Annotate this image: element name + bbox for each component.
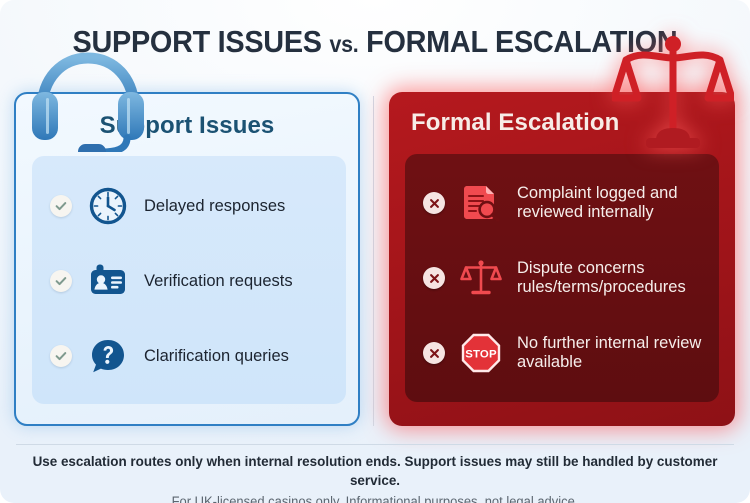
support-issues-list: Delayed responses [32, 156, 346, 404]
check-icon [50, 195, 72, 217]
formal-escalation-heading: Formal Escalation [411, 109, 620, 136]
check-icon [50, 270, 72, 292]
cross-icon [423, 342, 445, 364]
headset-icon [26, 48, 150, 159]
panels-container: Support Issues [0, 92, 750, 430]
footer-disclaimer: For UK-licensed casinos only. Informatio… [171, 494, 579, 503]
list-item-label: Complaint logged and reviewed internally [517, 184, 678, 221]
list-item: Dispute concerns rules/terms/procedures [405, 245, 719, 311]
list-item: Delayed responses [32, 178, 346, 234]
id-card-icon [86, 259, 130, 303]
page-title: Support Issues vs. Formal Escalation [26, 25, 724, 61]
cross-icon [423, 267, 445, 289]
list-item: Complaint logged and reviewed internally [405, 170, 719, 236]
list-item-label: Verification requests [144, 271, 293, 290]
footer-primary-note: Use escalation routes only when internal… [32, 453, 718, 488]
formal-escalation-list: Complaint logged and reviewed internally [405, 154, 719, 402]
document-search-icon [459, 181, 503, 225]
list-item: Verification requests [32, 253, 346, 309]
list-item: STOP No further internal review availabl… [405, 320, 719, 386]
check-icon [50, 345, 72, 367]
question-bubble-icon [86, 334, 130, 378]
footer: Use escalation routes only when internal… [0, 452, 750, 503]
stop-sign-icon: STOP [459, 331, 503, 375]
title-part-1: Support Issues [72, 24, 323, 59]
footer-divider [16, 444, 734, 445]
scales-of-justice-icon [610, 32, 736, 150]
panel-divider [373, 96, 374, 426]
clock-icon [86, 184, 130, 228]
cross-icon [423, 192, 445, 214]
title-vs: vs. [329, 31, 359, 57]
support-issues-panel: Support Issues [14, 92, 360, 426]
list-item: Clarification queries [32, 328, 346, 384]
list-item-label: No further internal review available [517, 334, 702, 371]
scales-icon [459, 256, 503, 300]
formal-escalation-panel: Formal Escalation [389, 92, 735, 426]
svg-text:STOP: STOP [465, 349, 497, 361]
list-item-label: Dispute concerns rules/terms/procedures [517, 259, 686, 296]
list-item-label: Delayed responses [144, 196, 286, 215]
list-item-label: Clarification queries [144, 346, 289, 365]
title-part-2: Formal Escalation [366, 24, 678, 59]
